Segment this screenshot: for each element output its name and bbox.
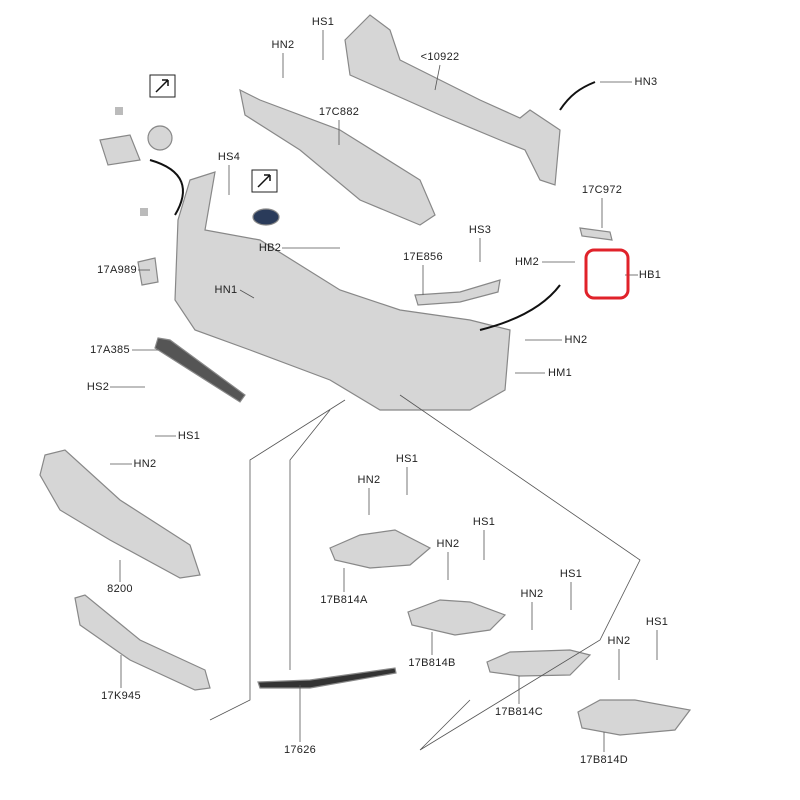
label-hs4: HS4 [217,151,241,163]
bezel-17b814d [577,699,692,736]
label-hn2: HN2 [133,458,157,470]
molding-17626 [257,667,397,689]
arrow-icon [149,159,184,216]
leader-lines [110,30,658,752]
lower-grille-17k945 [74,594,211,691]
label-hs1: HS1 [645,616,669,628]
label-hs1: HS1 [177,430,201,442]
bezel-17b814c [486,649,592,677]
grey-marker [115,107,123,115]
arrow-icon [559,81,596,111]
emblem [252,208,280,226]
label-hn2: HN2 [271,39,295,51]
label-17b814b: 17B814B [408,657,456,669]
arrow-icon [155,79,169,93]
label-hs1: HS1 [472,516,496,528]
label-17k945: 17K945 [101,690,141,702]
label-hn2: HN2 [564,334,588,346]
hb1-highlight [584,248,630,300]
label-17c972: 17C972 [581,184,623,196]
label-hn2: HN2 [520,588,544,600]
label-hn2: HN2 [436,538,460,550]
label-hn2: HN2 [357,474,381,486]
label-17a989: 17A989 [97,264,137,276]
grey-marker [140,208,148,216]
bumper-cover [174,171,511,411]
label-hb1: HB1 [638,269,662,281]
part-17a989 [137,257,159,286]
label-10922: <10922 [420,51,460,63]
bezel-17b814a [329,529,432,569]
label-hn3: HN3 [634,76,658,88]
label-17c882: 17C882 [318,106,360,118]
sensor-bracket [99,134,141,166]
reinforcement-beam [344,14,561,186]
label-17b814c: 17B814C [495,706,543,718]
label-hs1: HS1 [559,568,583,580]
bezel-17b814b [407,599,507,636]
label-17b814d: 17B814D [580,754,628,766]
label-hm2: HM2 [514,256,540,268]
label-hn1: HN1 [214,284,238,296]
label-8200: 8200 [107,583,133,595]
part-17a385 [154,337,246,403]
grille-8200 [39,449,201,579]
label-hs3: HS3 [468,224,492,236]
label-hb2: HB2 [258,242,282,254]
label-hm1: HM1 [547,367,573,379]
label-17626: 17626 [283,744,317,756]
label-17e856: 17E856 [403,251,443,263]
part-17e856 [414,279,501,306]
label-hs1: HS1 [395,453,419,465]
bracket-17c972 [579,227,613,241]
arrow-icon [479,284,561,331]
label-hs1: HS1 [311,16,335,28]
parking-sensor [147,125,173,151]
label-17a385: 17A385 [90,344,130,356]
arrow-icon [257,174,271,188]
label-hs2: HS2 [86,381,110,393]
energy-absorber [239,88,436,226]
label-17b814a: 17B814A [320,594,368,606]
label-hn2: HN2 [607,635,631,647]
